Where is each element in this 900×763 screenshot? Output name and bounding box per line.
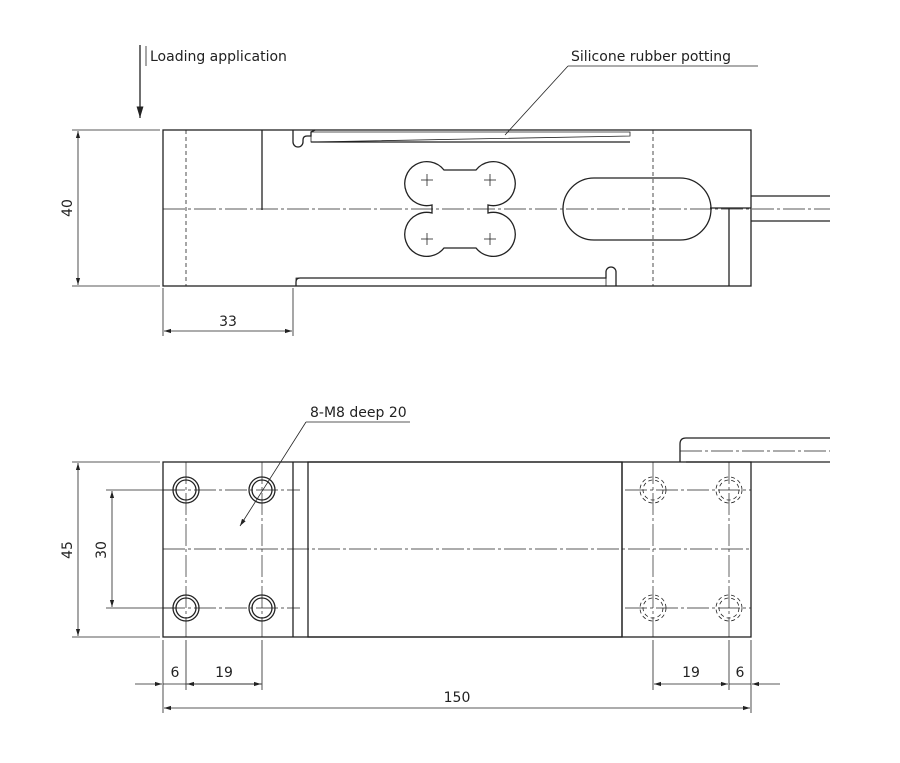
clover-cutout — [404, 161, 516, 257]
bottom-view: 8-M8 deep 20 45 30 6 19 19 6 15 — [60, 405, 830, 713]
potting-label: Silicone rubber potting — [571, 49, 731, 65]
dim33-text: 33 — [219, 314, 237, 330]
potting-leader — [504, 65, 569, 136]
top-view: Loading application Silicone rubber pott… — [60, 45, 830, 336]
thread-leader — [239, 421, 307, 527]
bottom-potting-area — [307, 461, 623, 638]
top-body-outline — [162, 129, 752, 287]
bottom-notch — [295, 266, 617, 286]
top-potting-strip — [310, 131, 631, 143]
loading-label: Loading application — [150, 49, 287, 65]
dim6-right-text: 6 — [736, 665, 745, 681]
dim45-text: 45 — [60, 541, 76, 559]
dim150-text: 150 — [444, 690, 471, 706]
bottom-cable-top — [679, 437, 830, 462]
dim40-text: 40 — [60, 199, 76, 217]
top-notch — [292, 129, 316, 148]
dim19-right-text: 19 — [682, 665, 700, 681]
right-hidden-holes — [639, 476, 743, 622]
dim19-left-text: 19 — [215, 665, 233, 681]
dim6-left-text: 6 — [171, 665, 180, 681]
hole-crosses — [421, 174, 496, 245]
thread-label: 8-M8 deep 20 — [310, 405, 407, 421]
dim30-text: 30 — [94, 541, 110, 559]
bottom-potting-strip — [295, 277, 607, 287]
